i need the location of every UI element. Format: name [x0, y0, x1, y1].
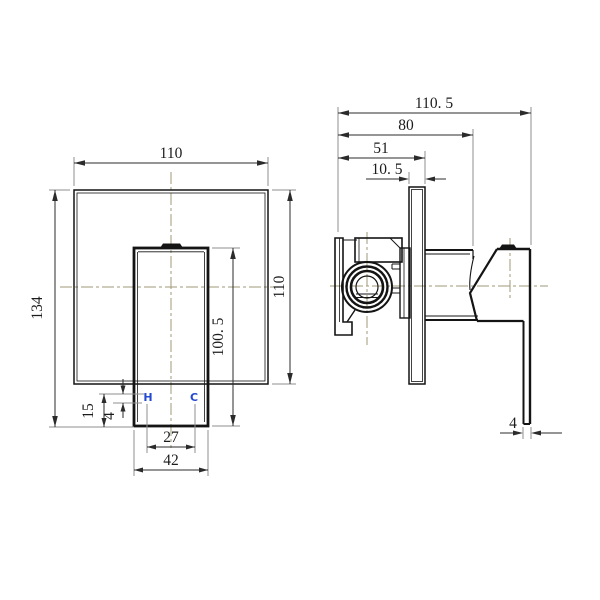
handle-pivot-bump-front [160, 243, 183, 248]
dimension-label-overall-depth: 110. 5 [415, 95, 453, 112]
dimension-label-valve-depth: 51 [373, 140, 389, 157]
handle-skirt-edge [468, 248, 498, 322]
dimension-body-depth: 80 [338, 117, 473, 138]
dimension-label-plate-width: 110 [160, 145, 183, 162]
front-extension-lines [49, 157, 296, 476]
dimension-label-port-offset-4: 4 [101, 412, 118, 420]
dimension-handle-length: 100. 5 [210, 248, 236, 426]
dimension-label-port-spacing: 27 [163, 429, 179, 446]
dimension-label-handle-width: 42 [163, 452, 179, 469]
valve-lower-arm [346, 309, 356, 323]
dimension-label-body-depth: 80 [398, 117, 414, 134]
dimension-port-offset-15: 15 [80, 394, 107, 427]
dimension-plate-width: 110 [74, 145, 268, 166]
dimension-plate-height: 110 [271, 190, 293, 384]
dimension-overall-depth: 110. 5 [338, 95, 531, 116]
front-view: H C 110 [29, 145, 296, 476]
handle-side [468, 244, 532, 425]
valve-inlet-rings [341, 261, 393, 313]
dimension-label-port-offset-15: 15 [80, 403, 97, 419]
dimension-handle-width: 42 [134, 452, 208, 473]
wall-plate-front-inner-edge [76, 192, 266, 382]
mounting-bracket-side [334, 237, 353, 336]
dimension-label-handle-length: 100. 5 [210, 317, 227, 356]
dimension-label-overall-height: 134 [29, 296, 46, 320]
valve-block-chamfer [389, 237, 401, 249]
dimension-plate-thickness: 10. 5 [366, 161, 446, 182]
hot-port-label: H [143, 391, 152, 404]
valve-top-block [354, 237, 403, 263]
dimension-overall-height: 134 [29, 190, 58, 427]
wall-plate-side [408, 186, 426, 385]
dimension-port-offset-4: 4 [101, 379, 126, 420]
wall-plate-side-inner-edge [411, 189, 423, 382]
side-extension-lines [337, 107, 532, 439]
cartridge-body-side [425, 249, 478, 321]
dimension-valve-depth: 51 [338, 140, 425, 161]
dimension-port-spacing: 27 [147, 429, 195, 450]
dimension-handle-thickness: 4 [500, 415, 562, 436]
valve-plate-connectors [391, 247, 411, 319]
dimension-label-plate-thickness: 10. 5 [372, 161, 403, 178]
dimension-label-plate-height: 110 [271, 275, 288, 298]
handle-pivot-bump-side [499, 244, 517, 249]
wall-plate-front [73, 189, 269, 385]
side-view: 110. 5 80 51 10. 5 [330, 95, 562, 439]
dimension-label-handle-thickness: 4 [509, 415, 517, 432]
cold-port-label: C [190, 391, 198, 404]
